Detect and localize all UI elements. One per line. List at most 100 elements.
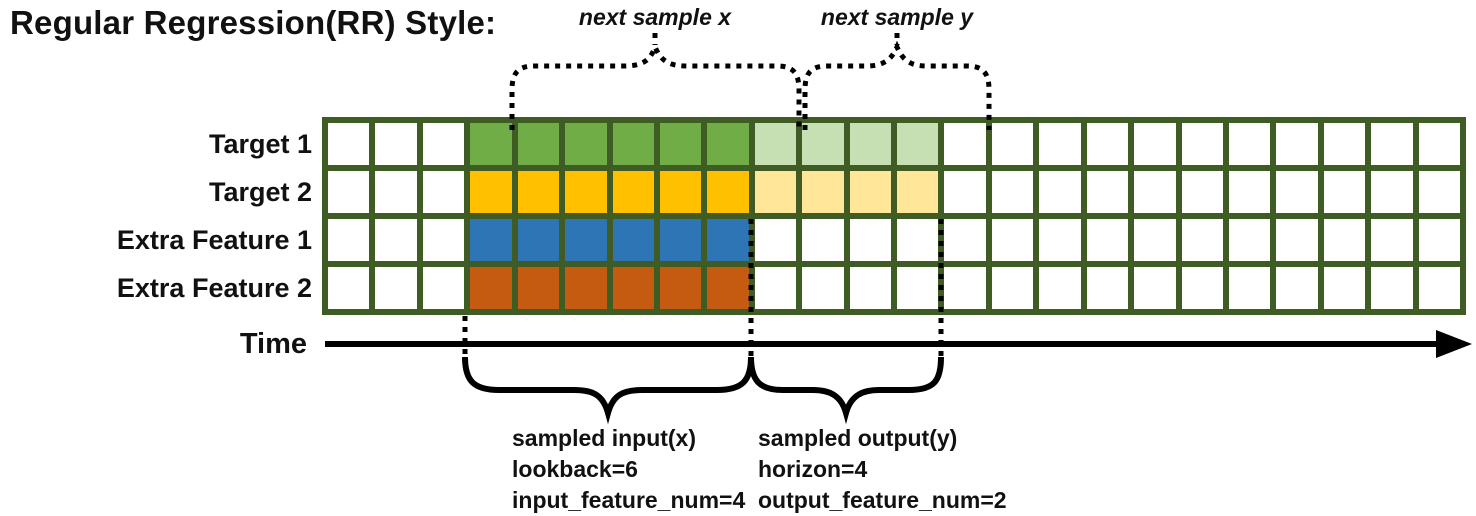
sampled-output-text: sampled output(y) horizon=4 output_featu… [758, 423, 1007, 516]
grid-cell [1276, 267, 1318, 309]
grid-cell [754, 171, 797, 213]
grid-cell [707, 219, 749, 261]
grid-cell [1228, 219, 1271, 261]
grid-cell [470, 267, 512, 309]
grid-cell [565, 171, 607, 213]
grid-cell [612, 219, 654, 261]
grid-cell [328, 171, 370, 213]
sampled-input-text: sampled input(x) lookback=6 input_featur… [512, 423, 745, 516]
grid-cell [1371, 267, 1413, 309]
sampled-input-brace [462, 356, 754, 425]
grid-cell [375, 123, 417, 165]
grid-cell [565, 267, 607, 309]
grid-cell [565, 123, 607, 165]
grid-cell [1323, 171, 1366, 213]
grid-cell [1134, 123, 1176, 165]
grid-cell [517, 219, 560, 261]
sampled-output-brace [748, 356, 944, 425]
next-sample-x-label: next sample x [578, 4, 732, 30]
grid-cell [707, 171, 749, 213]
grid-cell [422, 219, 465, 261]
grid-cell [944, 123, 986, 165]
grid-cell [1134, 267, 1176, 309]
grid-cell [1276, 171, 1318, 213]
grid-cell [707, 123, 749, 165]
grid-cell [1134, 171, 1176, 213]
next-sample-y-label: next sample y [820, 4, 974, 30]
grid-cell [328, 123, 370, 165]
grid-cell [659, 123, 702, 165]
grid-cell [1181, 171, 1223, 213]
grid-cell [802, 171, 844, 213]
grid-cell [1418, 123, 1460, 165]
grid-cell [1086, 267, 1129, 309]
row-label-extra-feature-2: Extra Feature 2 [116, 273, 312, 303]
grid-cell [1134, 219, 1176, 261]
grid-cell [470, 123, 512, 165]
grid-cell [944, 267, 986, 309]
row-label-target-2: Target 2 [208, 177, 312, 207]
grid-cell [422, 171, 465, 213]
grid-cell [1276, 219, 1318, 261]
grid-cell [659, 171, 702, 213]
grid-cell [1371, 171, 1413, 213]
grid-cell [849, 123, 891, 165]
grid-cell [944, 219, 986, 261]
grid-cell [1418, 171, 1460, 213]
input-feature-num-value: input_feature_num=4 [512, 487, 746, 513]
grid-cell [375, 219, 417, 261]
output-feature-num-value: output_feature_num=2 [758, 487, 1007, 513]
grid-cell [991, 171, 1034, 213]
grid-cell [612, 123, 654, 165]
sampled-input-title: sampled input(x) [512, 425, 697, 451]
grid-cell [754, 267, 797, 309]
grid-cell [422, 123, 465, 165]
grid-cell [944, 171, 986, 213]
grid-cell [849, 219, 891, 261]
grid-cell [1371, 219, 1413, 261]
horizon-value: horizon=4 [758, 456, 868, 482]
grid-cell [897, 267, 939, 309]
grid-cell [1039, 219, 1081, 261]
grid-cell [328, 219, 370, 261]
grid-cell [612, 171, 654, 213]
grid-cell [422, 267, 465, 309]
grid-cell [1039, 123, 1081, 165]
grid-cell [1228, 267, 1271, 309]
grid-cell [1086, 219, 1129, 261]
grid-cell [1276, 123, 1318, 165]
grid-cell [1371, 123, 1413, 165]
grid-cell [1039, 171, 1081, 213]
grid-cell [1323, 219, 1366, 261]
time-axis-arrow [325, 330, 1472, 358]
grid-cell [1418, 267, 1460, 309]
grid-cell [1418, 219, 1460, 261]
grid-cell [375, 171, 417, 213]
lookback-value: lookback=6 [512, 456, 638, 482]
grid-cell [991, 123, 1034, 165]
grid-cell [470, 171, 512, 213]
grid-cell [1181, 267, 1223, 309]
row-label-extra-feature-1: Extra Feature 1 [116, 225, 312, 255]
grid-cell [849, 267, 891, 309]
grid-cell [328, 267, 370, 309]
grid-cell [991, 219, 1034, 261]
grid-cell [659, 267, 702, 309]
page-title: Regular Regression(RR) Style: [10, 4, 497, 41]
grid-cell [802, 219, 844, 261]
grid-cell [897, 219, 939, 261]
grid-cell [991, 267, 1034, 309]
grid-cell [802, 267, 844, 309]
grid-cell [517, 171, 560, 213]
grid-cell [612, 267, 654, 309]
sampled-output-title: sampled output(y) [758, 425, 958, 451]
grid-cell [659, 219, 702, 261]
grid-cell [1086, 123, 1129, 165]
grid-cell [897, 171, 939, 213]
grid-cell [802, 123, 844, 165]
grid-cell [1039, 267, 1081, 309]
grid-cell [849, 171, 891, 213]
grid-cell [897, 123, 939, 165]
grid-cell [470, 219, 512, 261]
